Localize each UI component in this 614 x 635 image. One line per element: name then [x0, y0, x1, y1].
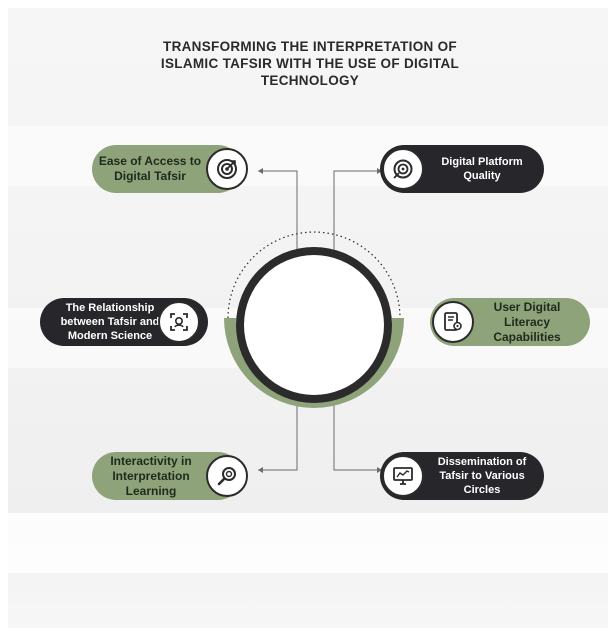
node-interactivity-label: Interactivity in Interpretation Learning	[110, 453, 192, 498]
connector-dissemination	[333, 398, 382, 471]
node-relationship-label: The Relationship between Tafsir and Mode…	[60, 302, 160, 342]
monitor-chart-icon	[382, 455, 424, 497]
science-frame-icon	[158, 301, 200, 343]
connector-interactivity	[258, 398, 298, 471]
center-circle-inner	[244, 255, 384, 395]
node-ease-of-access-label: Ease of Access to Digital Tafsir	[98, 154, 202, 183]
connector-access	[258, 170, 298, 250]
tablet-gear-icon	[432, 301, 474, 343]
target-icon	[206, 148, 248, 190]
magnifier-icon	[206, 455, 248, 497]
connector-platform	[333, 170, 382, 250]
node-digital-literacy-label: User Digital Literacy Capabilities	[493, 299, 561, 344]
target-arrow-icon	[382, 148, 424, 190]
center-dotted-arc	[227, 231, 401, 319]
node-dissemination-label: Dissemination of Tafsir to Various Circl…	[437, 456, 527, 496]
background-band	[8, 513, 608, 573]
center-circle	[236, 247, 392, 403]
node-platform-quality-label: Digital Platform Quality	[441, 156, 523, 182]
diagram-title: TRANSFORMING THE INTERPRETATION OF ISLAM…	[160, 39, 460, 88]
